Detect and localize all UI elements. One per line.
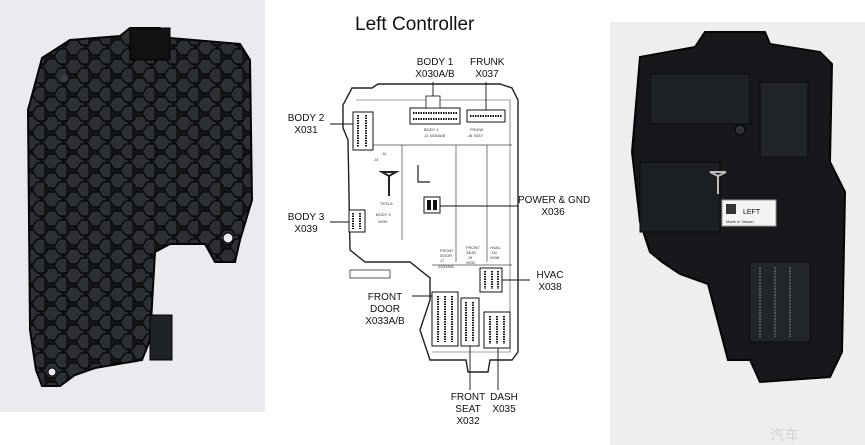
- label-body1-name: BODY 1: [416, 57, 454, 68]
- label-power-gnd: POWER & GND X036: [518, 195, 591, 219]
- tesla-logo: [378, 171, 400, 196]
- mark-body3: BODY 3: [376, 212, 391, 217]
- label-body1: BODY 1 X030A/B: [414, 57, 456, 81]
- mark-front-seat-3: J9: [468, 255, 473, 260]
- mark-frunk-id: J6 X037: [468, 133, 483, 138]
- label-frunk: FRUNK X037: [470, 57, 504, 81]
- top-connector-block: [129, 27, 171, 61]
- mark-hvac-3: X038: [490, 255, 500, 260]
- mark-hvac-2: J11: [491, 250, 498, 255]
- mark-front-door-3: J7: [440, 258, 445, 263]
- connector-hvac: [479, 267, 503, 293]
- mark-front-door-2: DOOR: [440, 253, 452, 258]
- label-body3-name: BODY 3: [287, 212, 325, 223]
- left-controller-back-drawing: [26, 27, 254, 387]
- mark-frunk: FRUNK: [470, 127, 484, 132]
- label-hvac-name: HVAC: [536, 270, 564, 281]
- label-front-seat: FRONT SEAT X032: [448, 392, 488, 428]
- connector-body2: [352, 111, 374, 151]
- connector-body1: [409, 95, 461, 125]
- mark-front-seat-4: X032: [466, 260, 476, 265]
- connector-power-gnd: [423, 196, 441, 214]
- left-controller-front-photo: LEFT Made in Taiwan: [610, 22, 865, 445]
- label-front-seat-l2: SEAT: [455, 404, 481, 415]
- device-label-subtext: Made in Taiwan: [726, 219, 754, 224]
- label-body2-code: X031: [294, 125, 318, 136]
- label-body1-code: X030A/B: [415, 69, 455, 80]
- label-body3-code: X039: [294, 224, 318, 235]
- label-dash-code: X035: [492, 404, 516, 415]
- label-hvac: HVAC X038: [530, 270, 570, 294]
- leader-lines: [330, 82, 530, 390]
- connector-dash: [483, 311, 511, 349]
- label-front-door-l2: DOOR: [370, 304, 400, 315]
- device-label-text: LEFT: [743, 209, 761, 216]
- connector-frunk: [466, 109, 506, 123]
- mark-hvac: HVAC: [490, 245, 501, 250]
- watermark: 汽车: [770, 427, 800, 443]
- mark-body3-id: X039: [378, 219, 388, 224]
- diagram-title: Left Controller: [355, 14, 475, 35]
- label-front-door-code: X033A/B: [365, 316, 405, 327]
- label-front-door-l1: FRONT: [367, 292, 403, 303]
- label-front-door: FRONT DOOR X033A/B: [360, 292, 410, 328]
- label-hvac-code: X038: [538, 282, 562, 293]
- connector-front-door: [431, 291, 459, 347]
- mark-front-seat: FRONT: [466, 245, 480, 250]
- label-dash-name: DASH: [490, 392, 518, 403]
- mark-body1: BODY 1: [424, 127, 439, 132]
- label-body2: BODY 2 X031: [286, 113, 326, 137]
- mark-tesla: TESLA: [380, 201, 393, 206]
- label-frunk-code: X037: [475, 69, 499, 80]
- left-controller-back-photo: [0, 0, 265, 412]
- label-front-seat-l1: FRONT: [450, 392, 486, 403]
- side-connector: [149, 314, 173, 361]
- mark-front-door-4: X033A/B: [438, 264, 454, 269]
- mark-body1-id: J1 X030A/B: [424, 133, 445, 138]
- left-controller-front-drawing: LEFT Made in Taiwan: [630, 31, 847, 384]
- mark-front-seat-2: SEAT: [466, 250, 477, 255]
- label-power-code: X036: [541, 207, 565, 218]
- mark-j4: J4: [382, 151, 387, 156]
- label-dash: DASH X035: [486, 392, 522, 416]
- label-body3: BODY 3 X039: [286, 212, 326, 236]
- label-body2-name: BODY 2: [287, 113, 325, 124]
- connector-front-seat: [460, 297, 480, 347]
- label-front-seat-code: X032: [456, 416, 480, 427]
- label-power-name: POWER & GND: [518, 195, 591, 206]
- tesla-emblem: [709, 171, 727, 194]
- connector-body3: [348, 209, 366, 233]
- mark-j3: J3: [374, 157, 379, 162]
- mark-front-door: FRONT: [440, 248, 454, 253]
- label-frunk-name: FRUNK: [470, 57, 505, 68]
